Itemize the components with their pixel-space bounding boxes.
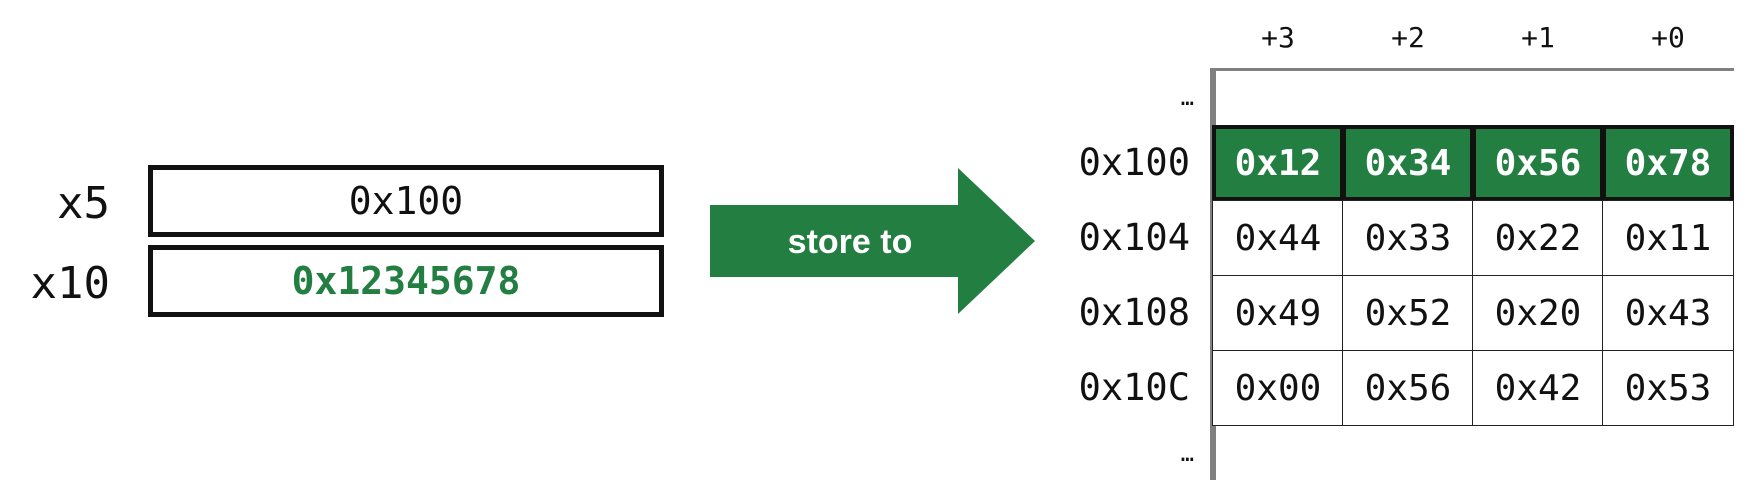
memory-address-0x104: 0x104 xyxy=(1078,216,1190,259)
memory-cell: 0x11 xyxy=(1602,200,1734,276)
memory-cell: 0x78 xyxy=(1602,125,1734,201)
memory-cell: 0x00 xyxy=(1212,350,1344,426)
memory-cell: 0x12 xyxy=(1212,125,1344,201)
memory-cell: 0x20 xyxy=(1472,275,1604,351)
memory-cell: 0x44 xyxy=(1212,200,1344,276)
memory-cell: 0x22 xyxy=(1472,200,1604,276)
offset-label-0: +0 xyxy=(1651,21,1685,54)
memory-ellipsis-top: … xyxy=(1180,86,1194,111)
memory-cell: 0x34 xyxy=(1342,125,1474,201)
memory-cell: 0x56 xyxy=(1342,350,1474,426)
memory-address-0x100: 0x100 xyxy=(1078,141,1190,184)
register-value-x5: 0x100 xyxy=(148,165,664,237)
offset-label-3: +3 xyxy=(1261,21,1295,54)
register-value-x10: 0x12345678 xyxy=(148,245,664,317)
memory-ellipsis-bottom: … xyxy=(1180,442,1194,467)
memory-cell: 0x53 xyxy=(1602,350,1734,426)
memory-cell: 0x43 xyxy=(1602,275,1734,351)
memory-address-0x108: 0x108 xyxy=(1078,291,1190,334)
register-name-x5: x5 xyxy=(57,178,110,229)
memory-cell: 0x42 xyxy=(1472,350,1604,426)
register-name-x10: x10 xyxy=(30,258,110,309)
memory-cell: 0x56 xyxy=(1472,125,1604,201)
memory-address-0x10C: 0x10C xyxy=(1078,366,1190,409)
store-arrow-label: store to xyxy=(787,223,913,261)
store-arrow-icon xyxy=(710,168,1035,314)
offset-label-1: +1 xyxy=(1521,21,1555,54)
memory-cell: 0x49 xyxy=(1212,275,1344,351)
memory-axis-horizontal xyxy=(1210,68,1734,71)
memory-cell: 0x52 xyxy=(1342,275,1474,351)
offset-label-2: +2 xyxy=(1391,21,1425,54)
memory-cell: 0x33 xyxy=(1342,200,1474,276)
